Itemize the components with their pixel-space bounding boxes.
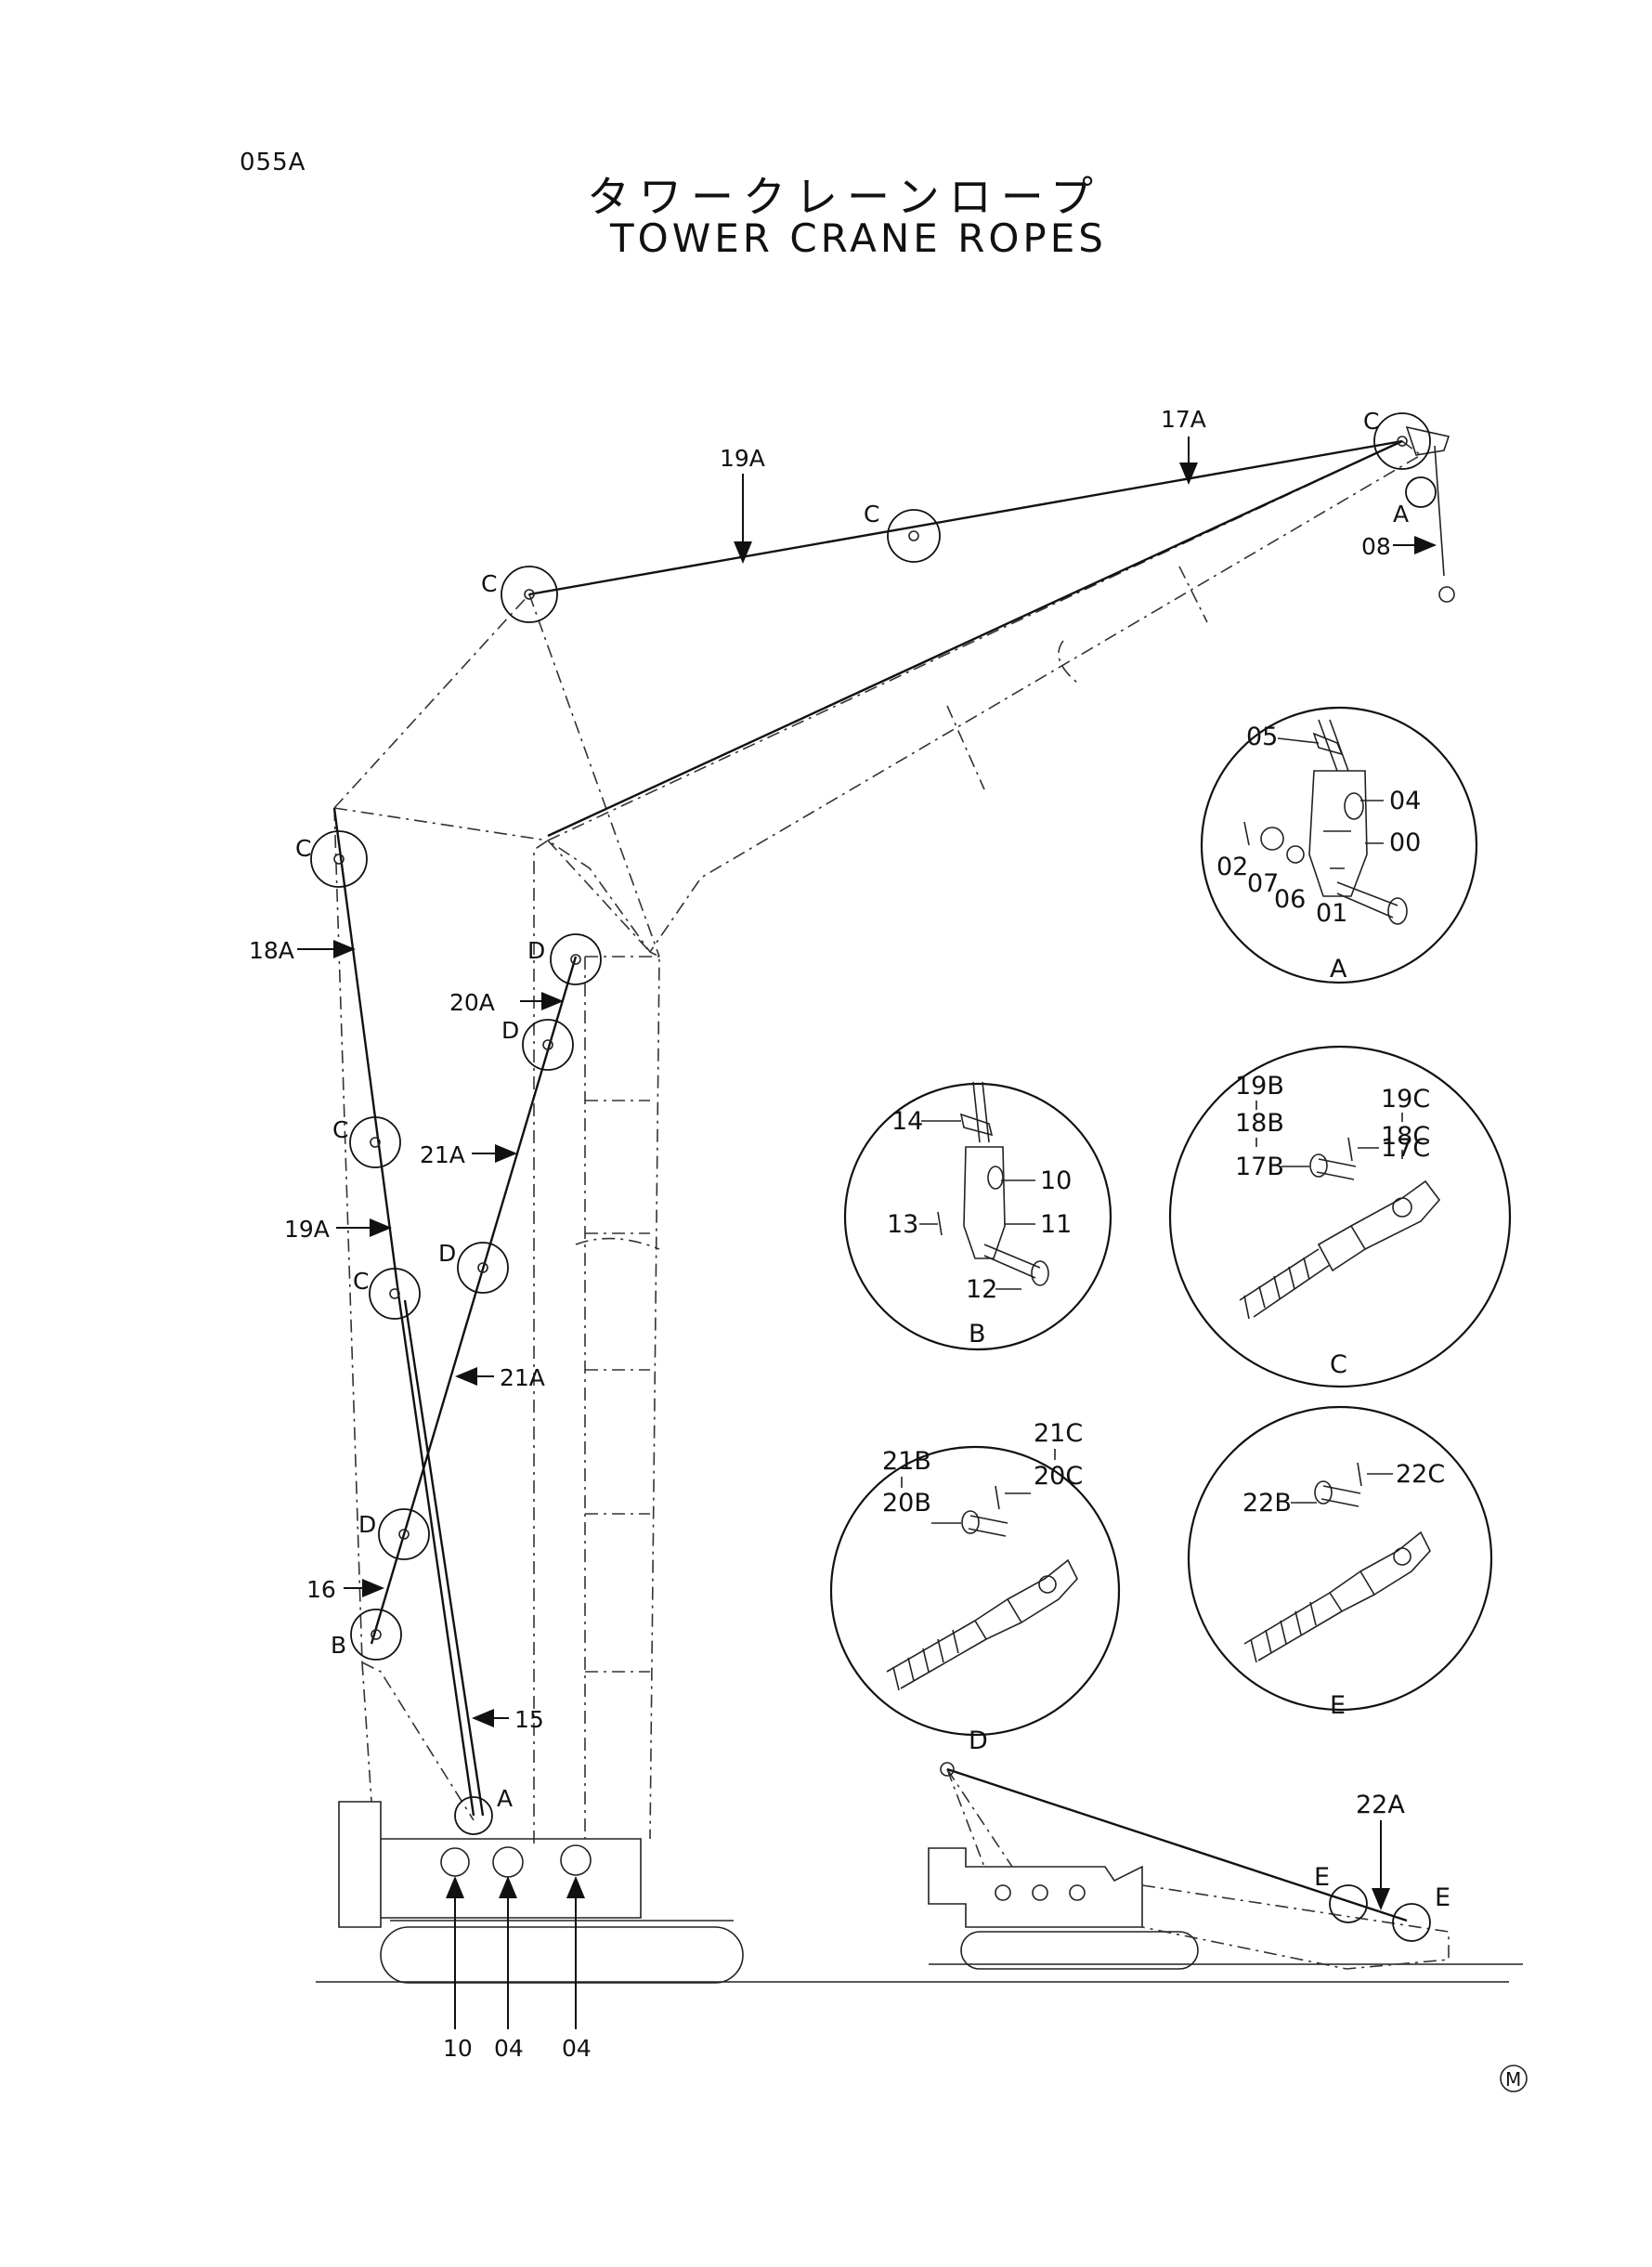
detailD-caption: D	[969, 1726, 988, 1755]
detailC-17C: 17C	[1381, 1134, 1430, 1163]
detailB-11: 11	[1040, 1210, 1072, 1239]
detailA-05: 05	[1246, 723, 1278, 751]
detailB-caption: B	[969, 1320, 986, 1348]
label-08: 08	[1361, 533, 1391, 560]
label-B: B	[331, 1632, 346, 1659]
label-C-low: C	[353, 1268, 369, 1295]
label-20A: 20A	[449, 989, 495, 1016]
detailD-21C: 21C	[1034, 1419, 1083, 1448]
detailC-19B: 19B	[1235, 1072, 1284, 1101]
manual-mark-letter: M	[1505, 2068, 1521, 2091]
detailA-07: 07	[1247, 869, 1279, 898]
label-A-base: A	[497, 1785, 513, 1812]
label-16: 16	[306, 1576, 336, 1603]
main-labels: 17A 19A C A 08 C C C 18A D 20A D C 21A 1…	[249, 406, 1409, 2062]
detailA-04: 04	[1389, 787, 1421, 815]
label-C-left: C	[295, 835, 311, 862]
label-18A: 18A	[249, 937, 294, 964]
label-17A: 17A	[1161, 406, 1206, 433]
detailB-13: 13	[887, 1210, 918, 1239]
detailB-14: 14	[891, 1107, 923, 1136]
label-19A-left: 19A	[284, 1216, 330, 1243]
label-C-mast: C	[332, 1116, 348, 1143]
detailC-18C: 18C	[1381, 1122, 1430, 1151]
detailE-22C: 22C	[1396, 1460, 1445, 1489]
label-D3: D	[438, 1240, 456, 1267]
detailB-10: 10	[1040, 1166, 1072, 1195]
label-21A-b: 21A	[500, 1364, 545, 1391]
title-japanese: タワークレーンロープ	[587, 172, 1102, 222]
label-bottom-04a: 04	[494, 2035, 524, 2062]
label-C-jib: C	[481, 570, 497, 597]
label-21A-a: 21A	[420, 1141, 465, 1168]
small-crane-E1: E	[1314, 1863, 1330, 1892]
label-A-tip: A	[1393, 501, 1409, 528]
label-15: 15	[514, 1706, 544, 1733]
detailA-01: 01	[1316, 899, 1347, 928]
detail-D: 21B 20B 21C 20C D	[829, 1419, 1121, 1755]
detail-B: 14 10 13 11 12 B	[843, 1081, 1112, 1351]
small-crane-drawing: 22A E E	[928, 1762, 1523, 1970]
main-crane-drawing	[297, 412, 1509, 2029]
detail-A: 05 04 00 02 07 06 01 A	[1200, 706, 1478, 984]
detailC-caption: C	[1330, 1350, 1347, 1379]
label-D2: D	[501, 1017, 519, 1044]
label-bottom-10: 10	[443, 2035, 473, 2062]
detailA-caption: A	[1330, 955, 1347, 984]
detailA-02: 02	[1216, 853, 1248, 881]
detailE-22B: 22B	[1242, 1489, 1292, 1518]
label-D1: D	[527, 937, 545, 964]
detailC-17B: 17B	[1235, 1153, 1284, 1181]
detailE-caption: E	[1330, 1691, 1346, 1720]
detailD-21B: 21B	[882, 1447, 931, 1476]
small-crane-22A: 22A	[1356, 1791, 1405, 1819]
detailC-18B: 18B	[1235, 1109, 1284, 1138]
title-english: TOWER CRANE ROPES	[610, 215, 1107, 261]
label-C-mid: C	[864, 501, 879, 528]
detail-C: 19B 18B 17B 19C 18C 17C C	[1168, 1045, 1512, 1388]
detailC-19C: 19C	[1381, 1085, 1430, 1114]
label-D4: D	[358, 1511, 376, 1538]
small-crane-E2: E	[1435, 1883, 1450, 1912]
detailD-20B: 20B	[882, 1489, 931, 1518]
detailA-00: 00	[1389, 828, 1421, 857]
detailD-20C: 20C	[1034, 1462, 1083, 1491]
page-id: 055A	[240, 149, 306, 176]
detailA-06: 06	[1274, 885, 1306, 914]
label-bottom-04b: 04	[562, 2035, 592, 2062]
manual-mark: M	[1500, 2065, 1528, 2092]
label-19A-top: 19A	[720, 445, 765, 472]
detailB-12: 12	[966, 1275, 997, 1304]
label-C-tip: C	[1363, 408, 1379, 435]
detail-E: 22B 22C E	[1187, 1405, 1493, 1720]
